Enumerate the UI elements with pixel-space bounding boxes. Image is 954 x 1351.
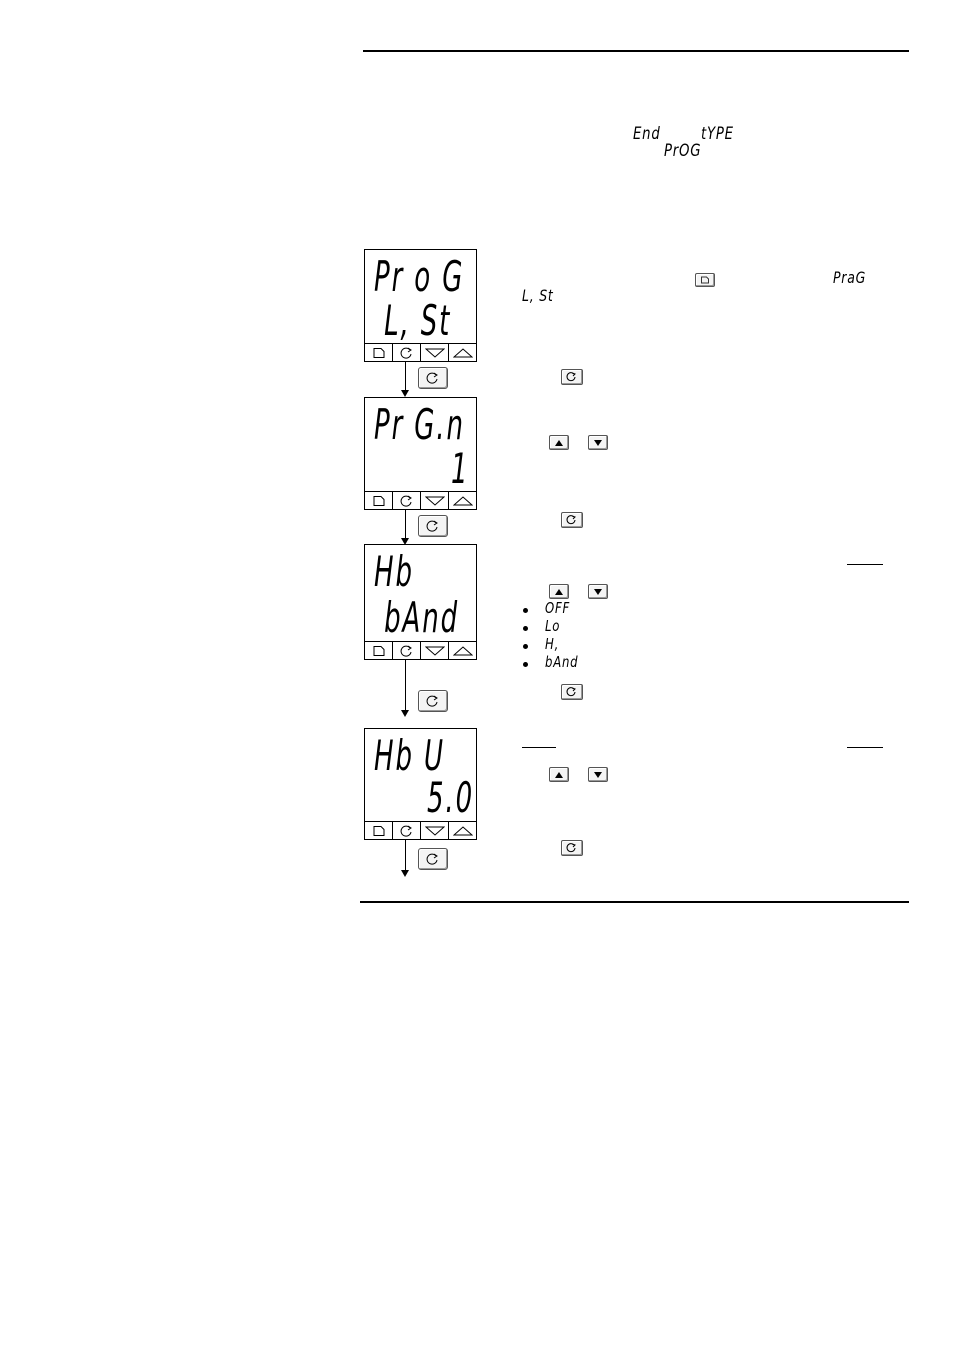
up-key-icon — [449, 822, 476, 839]
bottom-rule — [360, 901, 909, 903]
scroll-button-icon — [561, 840, 583, 856]
bullet — [523, 608, 528, 613]
intro-prog-code: PrOG — [664, 141, 702, 161]
down-key-icon — [421, 492, 449, 509]
flow-arrow-2 — [401, 538, 409, 545]
scroll-button-icon — [561, 369, 583, 385]
option-band: bAnd — [545, 653, 579, 671]
scroll-button-icon — [418, 367, 448, 389]
step-1-prog-code: PraG — [833, 268, 867, 287]
flow-arrow-3 — [401, 710, 409, 717]
raise-button-icon — [549, 767, 569, 782]
lower-button-icon — [588, 435, 608, 450]
raise-button-icon — [549, 435, 569, 450]
display-3-keypad — [365, 641, 476, 659]
display-2-keypad — [365, 491, 476, 509]
display-4-keypad — [365, 821, 476, 839]
underline-3 — [847, 564, 883, 565]
display-4-upper: Hb U — [374, 731, 445, 780]
raise-button-icon — [549, 584, 569, 599]
controller-display-1: Pr o G L, St — [364, 249, 477, 362]
scroll-key-icon — [393, 344, 421, 361]
display-1-upper: Pr o G — [374, 252, 465, 301]
top-rule — [363, 50, 909, 52]
option-hi: H, — [545, 635, 560, 653]
up-key-icon — [449, 642, 476, 659]
up-key-icon — [449, 492, 476, 509]
page-key-icon — [365, 822, 393, 839]
scroll-button-icon — [561, 684, 583, 700]
bullet — [523, 626, 528, 631]
intro-type-code: tYPE — [701, 124, 734, 144]
flow-arrow-4 — [401, 870, 409, 877]
scroll-key-icon — [393, 822, 421, 839]
up-key-icon — [449, 344, 476, 361]
scroll-key-icon — [393, 492, 421, 509]
controller-display-4: Hb U 5.0 — [364, 728, 477, 840]
display-2-lower: 1 — [451, 444, 470, 493]
display-3-upper: Hb — [374, 547, 414, 596]
scroll-key-icon — [393, 642, 421, 659]
scroll-button-icon — [418, 515, 448, 537]
page-button-icon — [695, 273, 715, 287]
down-key-icon — [421, 344, 449, 361]
flow-arrow-1 — [401, 390, 409, 397]
controller-display-3: Hb bAnd — [364, 544, 477, 660]
down-key-icon — [421, 822, 449, 839]
scroll-button-icon — [418, 690, 448, 712]
bullet — [523, 662, 528, 667]
flow-line-4 — [405, 840, 406, 870]
page-key-icon — [365, 344, 393, 361]
lower-button-icon — [588, 584, 608, 599]
intro-end-code: End — [633, 124, 661, 144]
bullet — [523, 644, 528, 649]
lower-button-icon — [588, 767, 608, 782]
underline-4a — [522, 747, 556, 748]
scroll-button-icon — [561, 512, 583, 528]
option-off: OFF — [545, 599, 571, 617]
display-1-keypad — [365, 343, 476, 361]
flow-line-3 — [405, 660, 406, 710]
step-1-list-code: L, St — [522, 286, 554, 305]
option-lo: Lo — [545, 617, 561, 635]
flow-line-2 — [405, 510, 406, 538]
scroll-button-icon — [418, 848, 448, 870]
display-4-lower: 5.0 — [427, 773, 474, 822]
underline-4b — [847, 747, 883, 748]
display-1-lower: L, St — [374, 296, 452, 345]
page-key-icon — [365, 492, 393, 509]
controller-display-2: Pr G.n 1 — [364, 397, 477, 510]
page-key-icon — [365, 642, 393, 659]
flow-line-1 — [405, 362, 406, 390]
display-3-lower: bAnd — [374, 593, 459, 642]
display-2-upper: Pr G.n — [374, 400, 465, 449]
down-key-icon — [421, 642, 449, 659]
